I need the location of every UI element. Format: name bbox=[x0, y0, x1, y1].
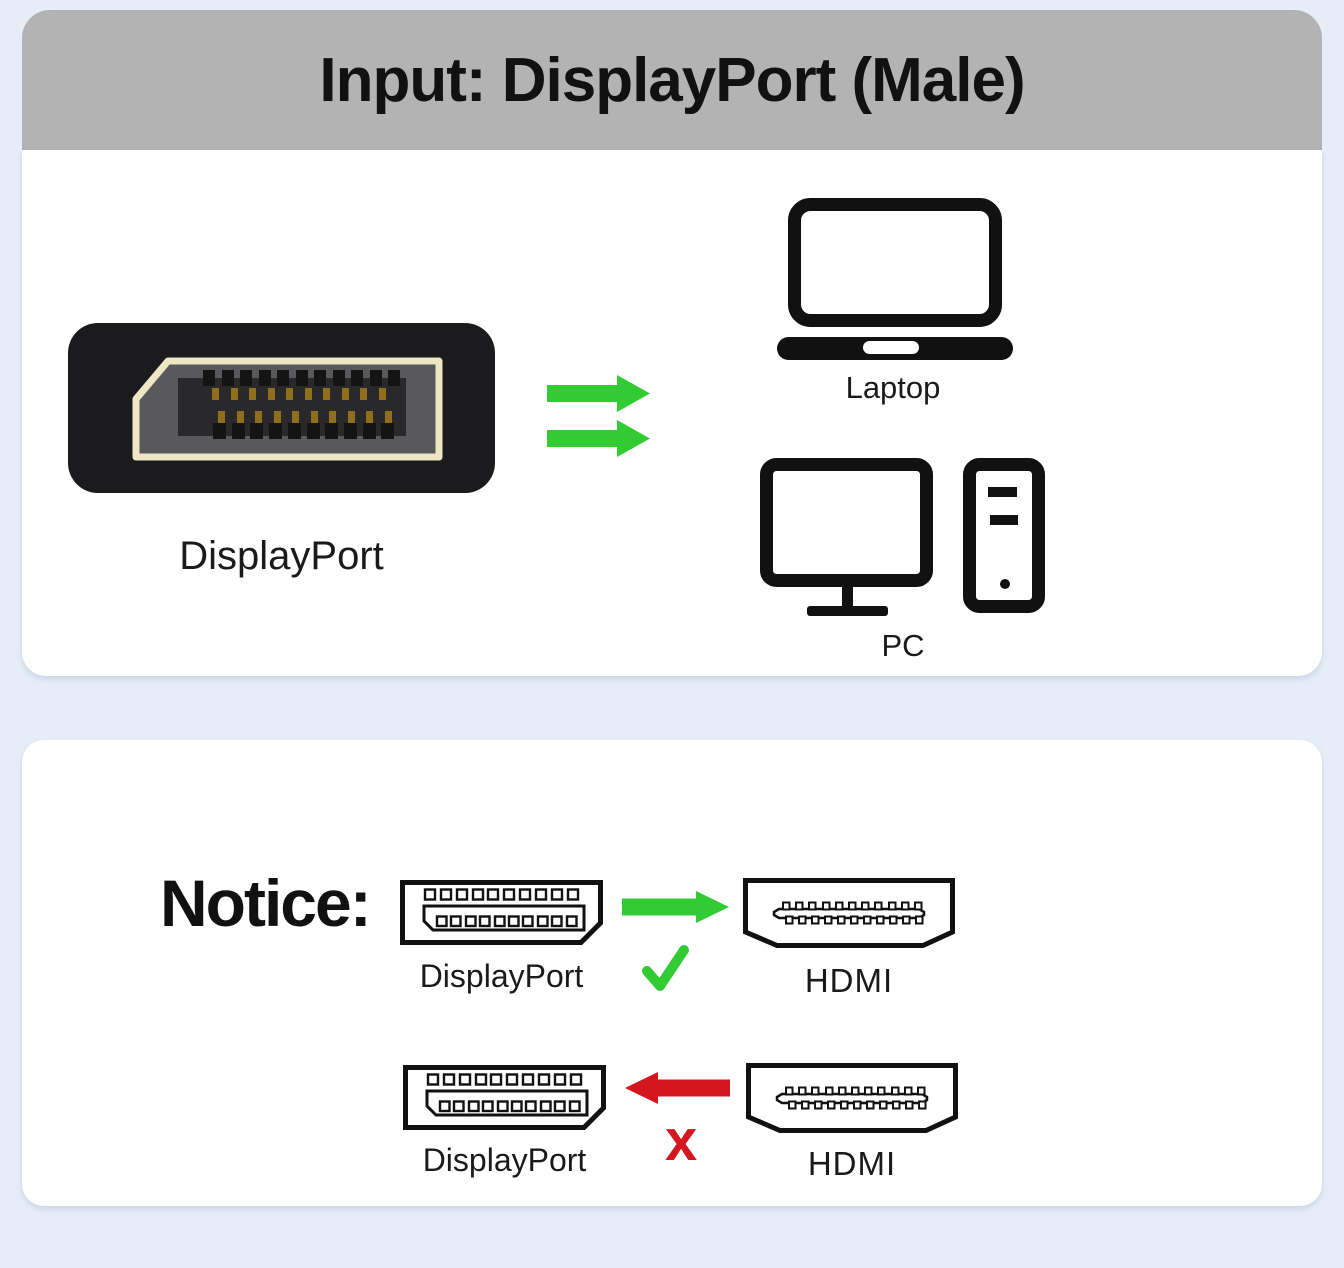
pc-icon bbox=[760, 458, 1045, 616]
input-section: DisplayPort Laptop PC bbox=[22, 150, 1322, 676]
notice-row2-hdmi-label: HDMI bbox=[807, 1145, 897, 1182]
displayport-port-icon bbox=[403, 1065, 606, 1130]
header-banner: Input: DisplayPort (Male) bbox=[22, 10, 1322, 150]
hdmi-port-icon bbox=[743, 878, 955, 948]
notice-row2-displayport-label: DisplayPort bbox=[422, 1142, 587, 1178]
arrow-left-icon bbox=[625, 1072, 730, 1104]
hdmi-port-icon bbox=[746, 1063, 958, 1133]
displayport-pins-bottom bbox=[213, 423, 394, 439]
displayport-plug-icon bbox=[68, 323, 495, 493]
arrow-right-icon bbox=[622, 891, 729, 923]
displayport-plug-label: DisplayPort bbox=[179, 534, 384, 578]
laptop-icon bbox=[777, 198, 1013, 360]
displayport-pins-top bbox=[203, 370, 400, 386]
double-arrow-right-icon bbox=[547, 375, 650, 457]
pc-label: PC bbox=[881, 628, 925, 663]
notice-section: Notice: DisplayPort bbox=[22, 740, 1322, 1206]
notice-row1-hdmi-label: HDMI bbox=[804, 962, 894, 999]
notice-heading: Notice: bbox=[160, 866, 372, 940]
cross-icon: x bbox=[665, 1108, 698, 1173]
laptop-label: Laptop bbox=[845, 370, 941, 405]
page-title: Input: DisplayPort (Male) bbox=[319, 45, 1025, 115]
checkmark-icon bbox=[642, 945, 689, 991]
notice-row1-displayport-label: DisplayPort bbox=[419, 958, 584, 994]
displayport-gold-contacts bbox=[212, 388, 392, 423]
displayport-port-icon bbox=[400, 880, 603, 945]
